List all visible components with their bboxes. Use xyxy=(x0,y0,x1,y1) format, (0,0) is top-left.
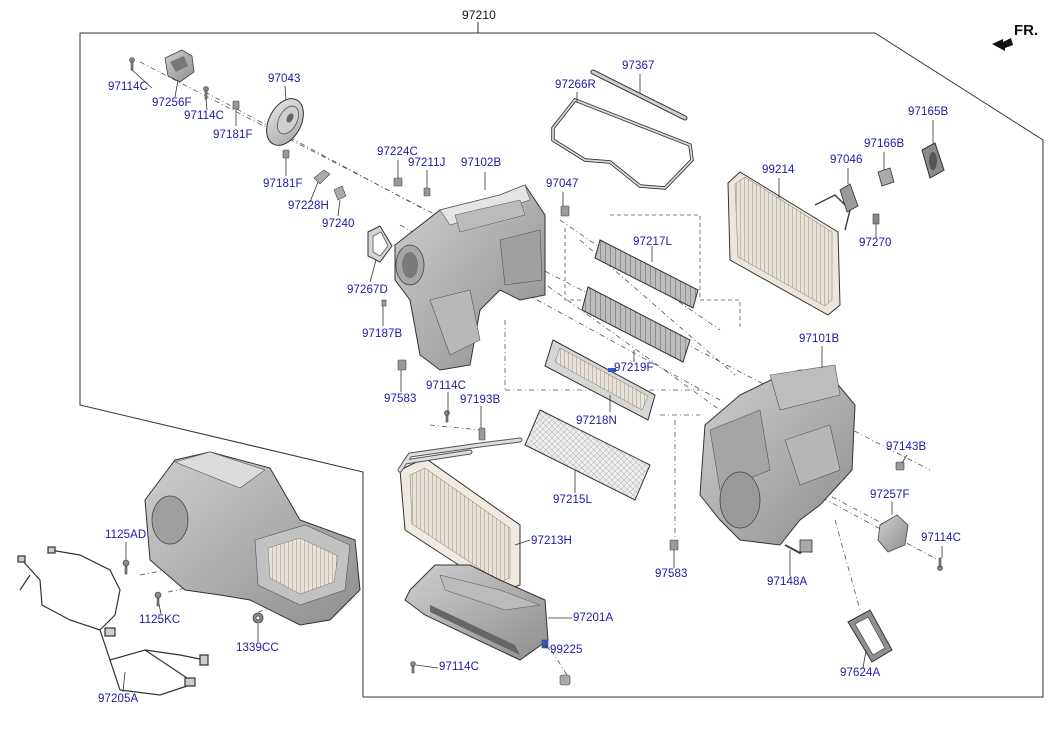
door-97217l xyxy=(594,239,699,309)
front-direction-label: FR. xyxy=(1014,22,1039,39)
seal-97267d xyxy=(367,225,393,263)
part-label[interactable]: 1125KC xyxy=(139,614,181,626)
gear-97240 xyxy=(333,185,347,201)
hvac-unit-assembly xyxy=(144,451,361,626)
assembly-frame xyxy=(79,32,1044,698)
upper-case-97102b xyxy=(394,184,546,371)
part-label[interactable]: 97047 xyxy=(546,178,579,190)
part-label[interactable]: 97256F xyxy=(152,97,192,109)
clip-97143b xyxy=(895,461,905,471)
bracket-97166b xyxy=(877,167,895,187)
part-label[interactable]: 97211J xyxy=(408,157,446,169)
part-label[interactable]: 1339CC xyxy=(236,642,279,654)
clip-97181f-a xyxy=(232,100,240,110)
part-label[interactable]: 97102B xyxy=(461,157,502,169)
clip-97181f-b xyxy=(282,149,290,159)
clip-97211j xyxy=(423,187,431,197)
part-label[interactable]: 97181F xyxy=(263,178,303,190)
link-97228h xyxy=(313,169,331,185)
clip-97193b xyxy=(478,427,486,441)
screw-97114c-right xyxy=(937,557,943,571)
clip-97047 xyxy=(560,205,570,217)
right-case-97101b xyxy=(699,364,856,546)
gasket-97266r xyxy=(551,97,694,190)
screw-97114c-low xyxy=(410,661,416,674)
part-label[interactable]: 97166B xyxy=(864,138,905,150)
part-label[interactable]: 97267D xyxy=(347,284,388,296)
evaporator-99214 xyxy=(727,171,851,316)
part-label[interactable]: 97165B xyxy=(908,106,949,118)
clip-97187b xyxy=(381,299,387,307)
part-label[interactable]: 97367 xyxy=(622,60,655,72)
part-label[interactable]: 97181F xyxy=(213,129,253,141)
part-label[interactable]: 97583 xyxy=(384,393,417,405)
clip-97583-a xyxy=(397,359,407,371)
part-label[interactable]: 97046 xyxy=(830,154,863,166)
lower-case-97201a xyxy=(404,564,549,661)
part-label[interactable]: 97213H xyxy=(531,535,572,547)
seal-97165b xyxy=(921,142,945,179)
main-assembly-label: 97210 xyxy=(462,8,496,22)
heater-core-97213h xyxy=(397,437,523,593)
part-label[interactable]: 97114C xyxy=(921,532,962,544)
part-label[interactable]: 97583 xyxy=(655,568,688,580)
part-label[interactable]: 99214 xyxy=(762,164,795,176)
part-label[interactable]: 97218N xyxy=(576,415,617,427)
part-label[interactable]: 97217L xyxy=(633,236,672,248)
leader-lines xyxy=(122,69,943,693)
seal-97624a xyxy=(847,609,893,663)
sensor-97148a xyxy=(784,539,813,555)
blower-wheel-97043 xyxy=(266,98,304,146)
part-label[interactable]: 97224C xyxy=(377,146,418,158)
part-label[interactable]: 97215L xyxy=(553,494,592,506)
part-label[interactable]: 97114C xyxy=(439,661,480,673)
screw-97114c-top xyxy=(129,57,135,71)
part-label[interactable]: 97114C xyxy=(426,380,467,392)
part-label[interactable]: 97148A xyxy=(767,576,808,588)
clip-97583-b xyxy=(669,539,679,551)
screw-1125kc xyxy=(154,591,162,607)
front-arrow-icon xyxy=(992,38,1013,51)
part-label[interactable]: 97201A xyxy=(573,612,614,624)
drain-99225 xyxy=(541,639,571,686)
part-label[interactable]: 97114C xyxy=(108,81,149,93)
part-label[interactable]: 97205A xyxy=(98,693,139,705)
part-label[interactable]: 97240 xyxy=(322,218,355,230)
nut-1339cc xyxy=(252,612,264,624)
screw-1125ad xyxy=(122,559,130,575)
actuator-97256f xyxy=(164,49,195,83)
part-label[interactable]: 97101B xyxy=(799,333,840,345)
part-label[interactable]: 97187B xyxy=(362,328,403,340)
part-label[interactable]: 99225 xyxy=(550,644,583,656)
part-label[interactable]: 97143B xyxy=(886,441,927,453)
part-label[interactable]: 97219F xyxy=(614,362,654,374)
part-label[interactable]: 97266R xyxy=(555,79,596,91)
block-97046 xyxy=(839,183,859,213)
part-label[interactable]: 1125AD xyxy=(105,529,147,541)
filter-97215l xyxy=(524,409,651,501)
wiring-harness-97205a xyxy=(17,546,209,696)
part-label[interactable]: 97114C xyxy=(184,110,225,122)
screw-97270 xyxy=(872,213,880,225)
part-label[interactable]: 97257F xyxy=(870,489,910,501)
actuator-97257f xyxy=(877,514,909,553)
strip-97367 xyxy=(590,69,688,121)
part-label[interactable]: 97270 xyxy=(859,237,892,249)
door-97219f xyxy=(581,286,691,363)
part-label[interactable]: 97043 xyxy=(268,73,301,85)
part-label[interactable]: 97228H xyxy=(288,200,329,212)
part-label[interactable]: 97624A xyxy=(840,667,881,679)
screw-97114c-mid xyxy=(444,410,450,423)
part-label[interactable]: 97193B xyxy=(460,394,501,406)
door-97218n xyxy=(544,339,656,421)
clip-97224c xyxy=(393,177,403,187)
